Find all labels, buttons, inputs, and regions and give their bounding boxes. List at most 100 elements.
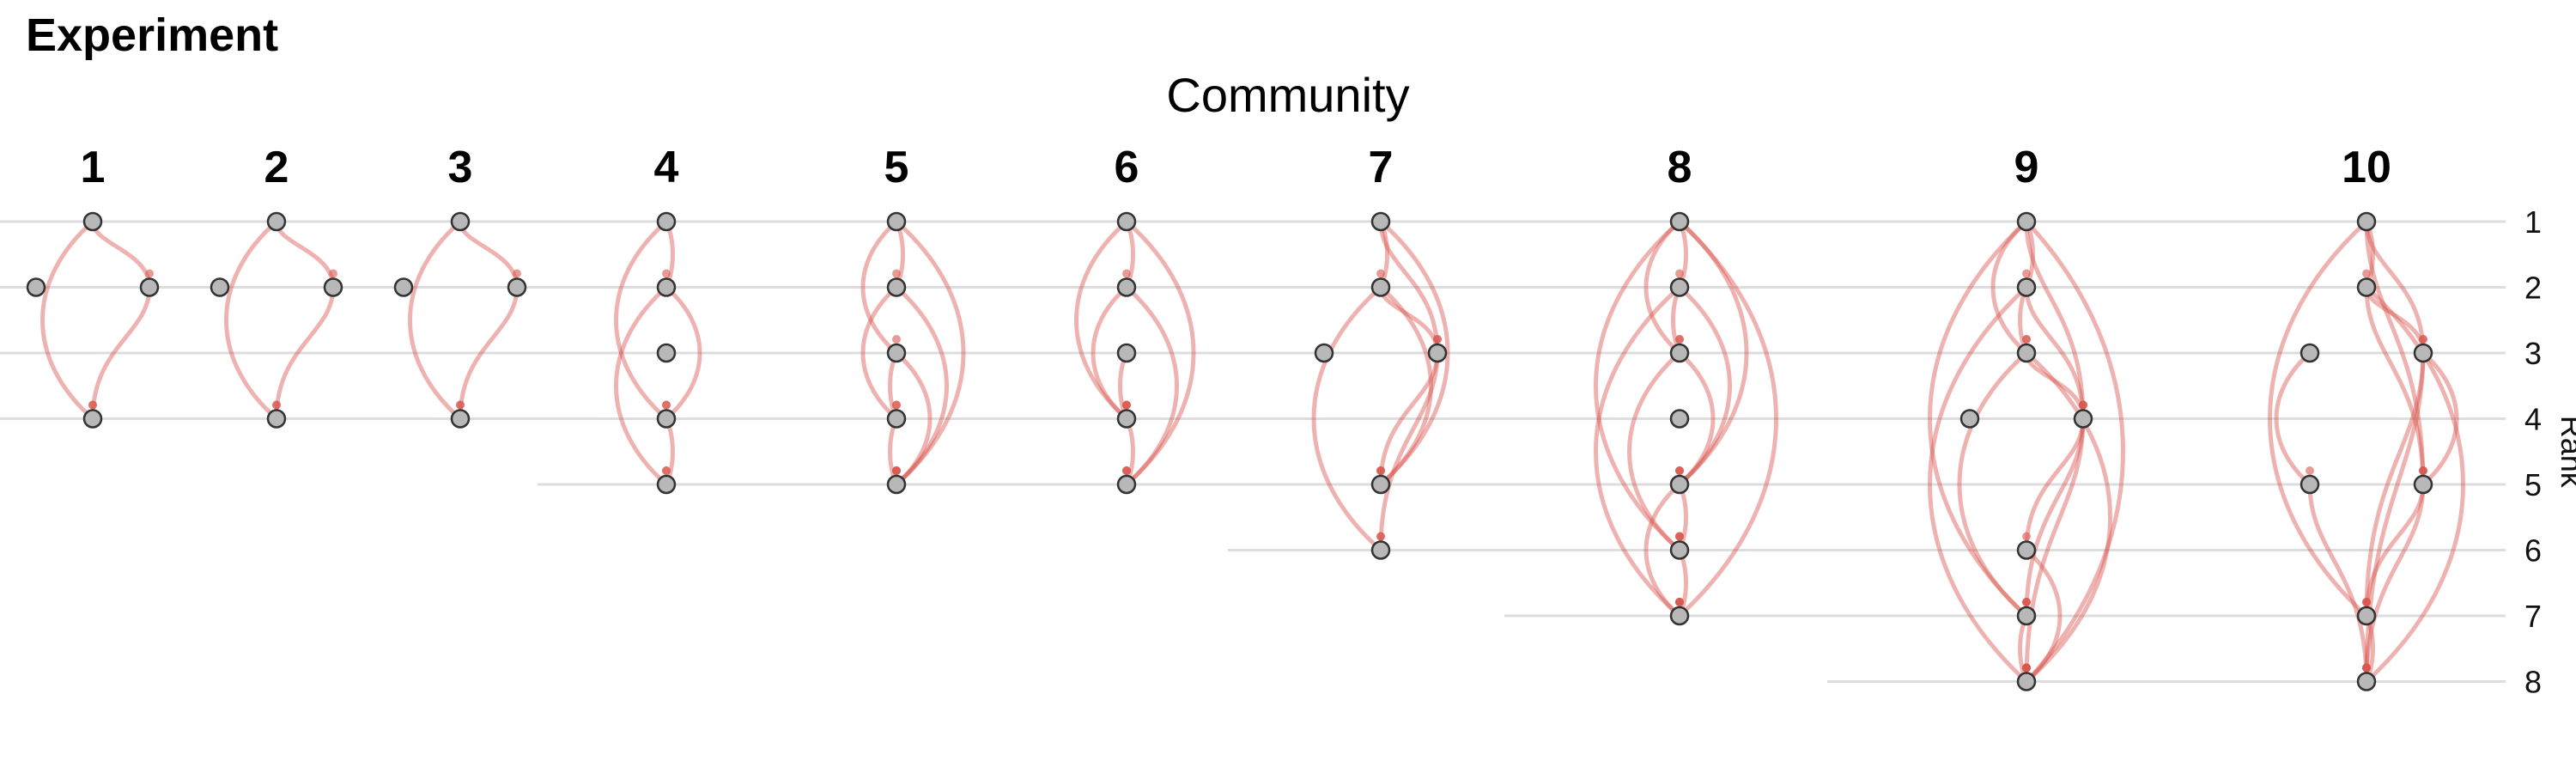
edge-arc xyxy=(1677,219,1749,487)
rank-node xyxy=(886,343,907,363)
rank-node xyxy=(1370,211,1391,232)
edge-arrowhead xyxy=(662,466,671,475)
edge-arrowhead xyxy=(2022,269,2031,278)
rank-node xyxy=(2300,474,2320,495)
edge-arrowhead xyxy=(2362,269,2371,278)
rank-node xyxy=(2413,474,2433,495)
edge-arrowhead xyxy=(1433,335,1442,344)
edge-arc xyxy=(1957,350,2029,618)
rank-node xyxy=(656,343,677,363)
edge-arc xyxy=(1677,350,1716,487)
x-axis-title: Community xyxy=(1166,68,1409,122)
y-tick-label: 3 xyxy=(2524,336,2542,371)
rank-node xyxy=(450,409,471,429)
edge-arrowhead xyxy=(2362,663,2371,673)
edge-arrowhead xyxy=(1376,269,1385,278)
edge-arrowhead xyxy=(513,269,521,278)
edge-arrowhead xyxy=(1122,466,1131,475)
edge-arc xyxy=(2268,219,2369,618)
rank-node xyxy=(1116,409,1137,429)
node-layer xyxy=(26,211,2433,691)
edge-arc xyxy=(1627,350,1682,552)
rank-node xyxy=(2016,277,2037,297)
y-tick-label: 2 xyxy=(2524,271,2542,306)
rank-node xyxy=(1669,343,1690,363)
rank-node xyxy=(656,277,677,297)
edge-arc xyxy=(2421,350,2459,487)
edge-arc xyxy=(1594,285,1682,618)
edge-arc xyxy=(90,219,152,289)
edge-arc xyxy=(458,219,519,289)
y-tick-label: 1 xyxy=(2524,204,2542,240)
edge-arrowhead xyxy=(1675,335,1684,344)
edge-arrowhead xyxy=(456,400,465,410)
rank-node xyxy=(2016,672,2037,691)
edge-arrowhead xyxy=(2022,663,2031,673)
edge-arrowhead xyxy=(1675,598,1684,606)
rank-node xyxy=(886,277,907,297)
rank-node xyxy=(656,211,677,232)
edge-arrowhead xyxy=(2022,598,2031,606)
rank-node xyxy=(26,277,46,297)
y-tick-label: 6 xyxy=(2524,533,2542,569)
chart-title: Experiment xyxy=(26,9,279,61)
rank-node xyxy=(266,211,287,232)
edge-arc xyxy=(2024,417,2086,618)
edge-arrowhead xyxy=(1122,400,1131,410)
rank-node xyxy=(1669,474,1690,495)
edge-arc xyxy=(2024,417,2086,552)
rank-node xyxy=(323,277,343,297)
edge-arc xyxy=(860,219,899,356)
rank-node xyxy=(656,409,677,429)
edge-arc xyxy=(1378,219,1450,487)
edge-arc xyxy=(894,285,949,487)
rank-node xyxy=(139,277,160,297)
community-label: 9 xyxy=(2014,143,2039,192)
edge-arrowhead xyxy=(1376,466,1385,475)
edge-arc xyxy=(860,285,899,421)
edge-arc xyxy=(614,285,669,487)
rank-node xyxy=(2356,672,2377,691)
edge-arc xyxy=(664,285,702,421)
edge-arrowhead xyxy=(2022,335,2031,344)
edge-arrowhead xyxy=(892,400,901,410)
edge-arc xyxy=(2024,285,2086,421)
edge-arc xyxy=(1378,285,1433,487)
rank-node xyxy=(1669,606,1690,626)
rank-node xyxy=(886,474,907,495)
rank-node xyxy=(2016,540,2037,560)
edge-arrowhead xyxy=(892,466,901,475)
edge-arrowhead xyxy=(88,400,97,410)
edge-arc xyxy=(1677,219,1778,618)
edge-arc xyxy=(1378,219,1440,356)
edge-arc xyxy=(1074,219,1129,421)
rank-node xyxy=(1669,211,1690,232)
community-label: 7 xyxy=(1369,143,1394,192)
edge-arc xyxy=(2364,350,2426,618)
edge-arc xyxy=(1594,219,1682,552)
edge-arc xyxy=(2024,548,2063,684)
edge-arc xyxy=(2274,350,2312,487)
rank-node xyxy=(2356,606,2377,626)
y-tick-label: 8 xyxy=(2524,665,2542,700)
rank-node xyxy=(1314,343,1334,363)
y-tick-label: 4 xyxy=(2524,402,2542,437)
community-label: 2 xyxy=(264,143,289,192)
community-label: 6 xyxy=(1115,143,1139,192)
edge-arc xyxy=(40,219,95,421)
rank-node xyxy=(1370,540,1391,560)
edge-arrowhead xyxy=(2079,400,2087,410)
edge-arc xyxy=(1378,350,1440,552)
rank-node xyxy=(210,277,230,297)
community-label: 4 xyxy=(654,143,679,192)
rank-node xyxy=(1370,474,1391,495)
edge-arrowhead xyxy=(2419,335,2427,344)
edge-arc xyxy=(1643,482,1682,618)
edge-arrowhead xyxy=(329,269,337,278)
edge-arc xyxy=(2364,285,2465,684)
rank-node xyxy=(1116,343,1137,363)
grid-lines xyxy=(0,220,2506,683)
edge-arrowhead xyxy=(1675,466,1684,475)
edge-arc xyxy=(894,219,966,487)
